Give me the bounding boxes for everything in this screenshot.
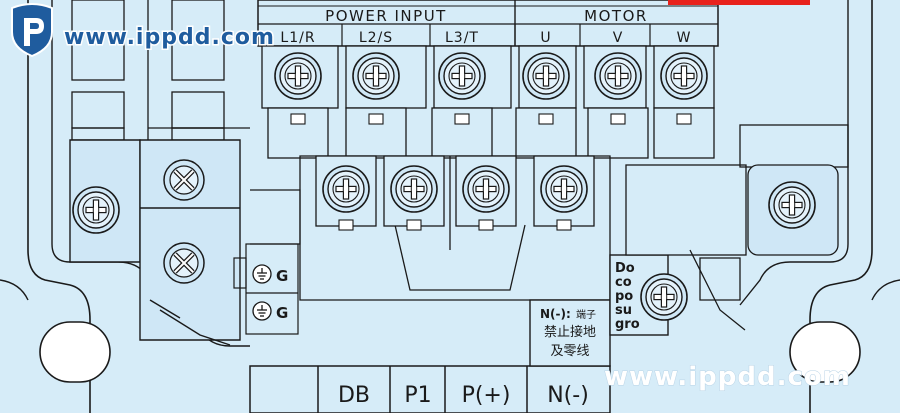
logo-icon: [11, 3, 53, 58]
top-terminal-4: [583, 45, 649, 159]
screw-terminal-icon: [390, 165, 438, 213]
bottom-label-1: P1: [404, 383, 431, 408]
screw-terminal-icon: [540, 165, 588, 213]
bottom-terminal-strip: [249, 365, 611, 414]
watermark-top: www.ippdd.com: [64, 25, 275, 50]
warning-en-line-0: Do: [615, 261, 635, 276]
bottom-right-screw: [640, 273, 688, 321]
middle-terminal-1: [383, 155, 445, 231]
panel-left-outline: [27, 0, 91, 413]
top-terminal-housings: [261, 45, 715, 159]
motor-label: MOTOR: [584, 7, 648, 25]
top-terminal-5: [653, 45, 715, 159]
warning-en-line-2: po: [615, 289, 633, 304]
power-input-label: POWER INPUT: [325, 7, 447, 25]
middle-terminal-housings: [250, 155, 611, 301]
bottom-label-2: P(+): [462, 383, 511, 408]
screw-terminal-icon: [274, 52, 322, 100]
screw-terminal-icon: [594, 52, 642, 100]
ground-screw-left: [72, 186, 120, 234]
terminal-label-4: V: [613, 30, 624, 46]
warning-cn-line3: 及零线: [550, 344, 589, 359]
warning-cn-suffix: 端子: [576, 308, 596, 321]
warning-box-cn: N(-): 端子 禁止接地 及零线: [529, 299, 611, 367]
cavity-right-outline: [739, 0, 849, 306]
terminal-label-dividers: [341, 24, 651, 46]
right-screw: [768, 181, 816, 229]
screw-terminal-icon: [462, 165, 510, 213]
screw-terminal-icon: [438, 52, 486, 100]
ground-label-1: G: [276, 267, 288, 285]
upper-left-blocks: [71, 0, 250, 141]
terminal-label-2: L3/T: [445, 30, 479, 46]
red-marking: [668, 0, 810, 5]
terminal-label-3: U: [540, 30, 551, 46]
terminal-label-1: L2/S: [359, 30, 393, 46]
top-terminal-1: [345, 45, 427, 159]
middle-terminal-0: [315, 155, 377, 231]
middle-terminal-3: [533, 155, 595, 231]
earth-ground-icon: [252, 301, 272, 321]
terminal-labels: L1/R L2/S L3/T U V W: [280, 30, 692, 46]
bottom-terminal-labels: DB P1 P(+) N(-): [338, 383, 589, 408]
screw-terminal-icon: [660, 52, 708, 100]
bottom-label-3: N(-): [547, 383, 589, 408]
top-terminal-2: [431, 45, 512, 159]
middle-terminal-2: [455, 155, 517, 231]
warning-en-line-1: co: [615, 275, 632, 290]
warning-en-line-4: gro: [615, 317, 640, 332]
screw-terminal-icon: [322, 165, 370, 213]
terminal-label-5: W: [677, 30, 692, 46]
ground-xscrew-1: [164, 160, 204, 200]
ground-label-2: G: [276, 304, 288, 322]
bottom-label-0: DB: [338, 383, 370, 408]
warning-en-line-3: su: [615, 303, 632, 318]
panel-right-outline: [809, 0, 873, 413]
top-terminal-strip: [257, 0, 719, 47]
mounting-hole-left: [39, 321, 111, 383]
screw-terminal-icon: [352, 52, 400, 100]
watermark-bottom: www.ippdd.com: [604, 362, 851, 392]
warning-cn-prefix: N(-):: [540, 307, 571, 321]
top-terminal-0: [261, 45, 339, 159]
earth-ground-icon: [252, 264, 272, 284]
warning-cn-line2: 禁止接地: [544, 324, 596, 340]
mounting-hole-right: [789, 321, 861, 383]
terminal-label-0: L1/R: [280, 30, 315, 46]
ground-xscrew-2: [164, 243, 204, 283]
cavity-left-outline: [51, 0, 250, 347]
screw-terminal-icon: [522, 52, 570, 100]
top-terminal-3: [515, 45, 577, 159]
